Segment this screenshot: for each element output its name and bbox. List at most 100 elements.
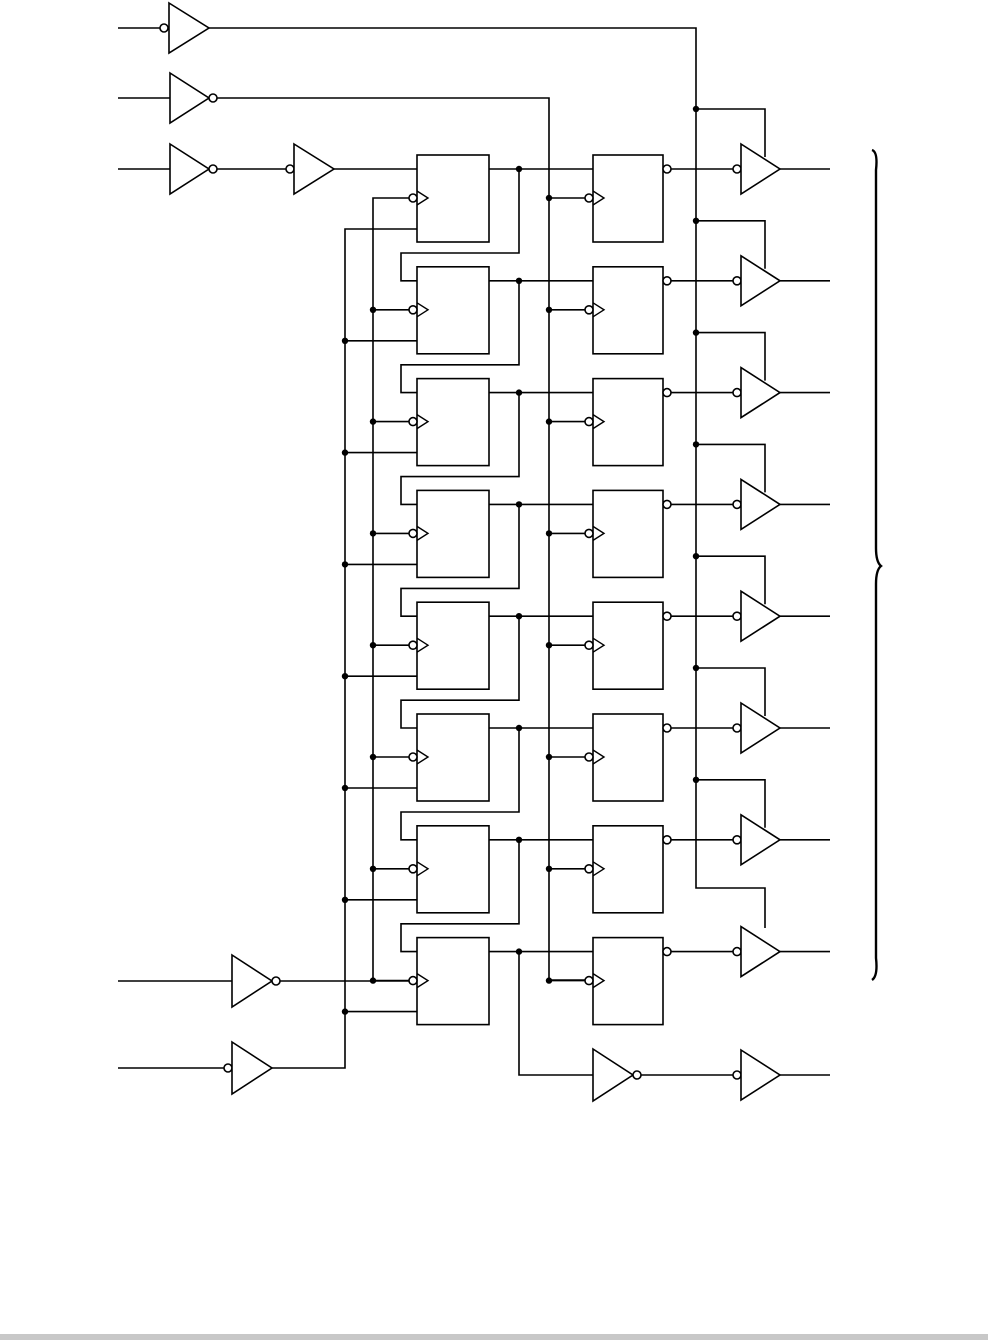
inversion-bubble <box>663 836 671 844</box>
junction-dot <box>516 948 522 954</box>
inversion-bubble <box>409 753 417 761</box>
junction-dot <box>546 418 552 424</box>
inversion-bubble <box>585 977 593 985</box>
inversion-bubble <box>663 277 671 285</box>
inversion-bubble <box>733 836 741 844</box>
junction-dot <box>516 166 522 172</box>
inversion-bubble <box>585 306 593 314</box>
junction-dot <box>693 218 699 224</box>
serial-output-buffer <box>741 1050 780 1100</box>
junction-dot <box>370 866 376 872</box>
inversion-bubble <box>409 641 417 649</box>
inversion-bubble <box>585 753 593 761</box>
inversion-bubble <box>663 948 671 956</box>
input-buffer-shift-clock <box>232 955 272 1007</box>
inversion-bubble <box>585 529 593 537</box>
junction-dot <box>370 307 376 313</box>
inversion-bubble <box>272 977 280 985</box>
storage-clock-bus <box>217 98 589 980</box>
junction-dot <box>370 642 376 648</box>
junction-dot <box>546 530 552 536</box>
serial-out-wire <box>519 952 593 1075</box>
inversion-bubble <box>663 389 671 397</box>
junction-dot <box>342 897 348 903</box>
inversion-bubble <box>286 165 294 173</box>
junction-dot <box>546 977 552 983</box>
inversion-bubble <box>663 724 671 732</box>
junction-dot <box>342 561 348 567</box>
tristate-output-buffer <box>741 591 780 641</box>
inversion-bubble <box>733 277 741 285</box>
serial-output-inverter <box>593 1049 633 1101</box>
inversion-bubble <box>733 724 741 732</box>
inversion-bubble <box>733 500 741 508</box>
inversion-bubble <box>409 194 417 202</box>
junction-dot <box>693 106 699 112</box>
inversion-bubble <box>409 977 417 985</box>
inversion-bubble <box>663 165 671 173</box>
inversion-bubble <box>585 194 593 202</box>
junction-dot <box>342 449 348 455</box>
tristate-output-buffer <box>741 927 780 977</box>
wire <box>696 668 765 716</box>
junction-dot <box>693 665 699 671</box>
shift-clock-bus <box>373 198 413 981</box>
inversion-bubble <box>733 389 741 397</box>
junction-dot <box>516 725 522 731</box>
inversion-bubble <box>409 418 417 426</box>
junction-dot <box>370 418 376 424</box>
junction-dot <box>546 866 552 872</box>
tristate-output-buffer <box>741 368 780 418</box>
input-buffer-4 <box>294 144 334 194</box>
junction-dot <box>342 785 348 791</box>
components <box>160 3 881 1101</box>
wire <box>696 221 765 269</box>
input-buffer-clear <box>232 1042 272 1094</box>
tristate-output-buffer <box>741 815 780 865</box>
junction-dot <box>546 754 552 760</box>
wire <box>696 109 765 157</box>
wire <box>696 444 765 492</box>
inversion-bubble <box>160 24 168 32</box>
wire <box>696 333 765 381</box>
tristate-output-buffer <box>741 144 780 194</box>
input-buffer-1 <box>169 3 209 53</box>
junction-dot <box>693 777 699 783</box>
inversion-bubble <box>733 1071 741 1079</box>
tristate-output-buffer <box>741 703 780 753</box>
wire <box>696 780 765 828</box>
junction-dot <box>370 530 376 536</box>
inversion-bubble <box>409 306 417 314</box>
input-buffer-2 <box>170 73 209 123</box>
junction-dot <box>546 642 552 648</box>
junction-dot <box>516 837 522 843</box>
tristate-output-buffer <box>741 256 780 306</box>
junction-dot <box>342 673 348 679</box>
inversion-bubble <box>224 1064 232 1072</box>
footer-rule <box>0 1334 988 1340</box>
junction-dot <box>546 307 552 313</box>
inversion-bubble <box>585 418 593 426</box>
inversion-bubble <box>733 165 741 173</box>
junction-dot <box>516 501 522 507</box>
tristate-output-buffer <box>741 479 780 529</box>
output-group-brace <box>872 150 881 980</box>
junction-dot <box>516 389 522 395</box>
junction-dot <box>546 195 552 201</box>
clear-bus <box>272 229 417 1068</box>
junction-dot <box>342 338 348 344</box>
inversion-bubble <box>209 165 217 173</box>
inversion-bubble <box>409 529 417 537</box>
junction-dot <box>516 613 522 619</box>
junction-dot <box>370 754 376 760</box>
junction-dot <box>370 977 376 983</box>
junction-dot <box>693 441 699 447</box>
inversion-bubble <box>733 948 741 956</box>
inversion-bubble <box>585 865 593 873</box>
junction-dot <box>693 329 699 335</box>
inversion-bubble <box>633 1071 641 1079</box>
inversion-bubble <box>409 865 417 873</box>
input-buffer-3 <box>170 144 209 194</box>
junction-dot <box>342 1008 348 1014</box>
